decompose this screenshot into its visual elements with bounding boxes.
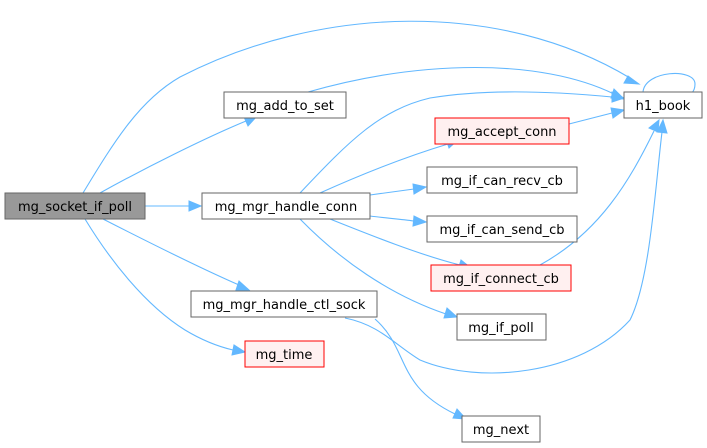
node-label-mg-accept-conn: mg_accept_conn <box>447 125 556 140</box>
edge-mg-mgr-handle-conn-to-mg-if-can-recv-cb <box>369 183 428 196</box>
node-label-mg-socket-if-poll: mg_socket_if_poll <box>18 200 132 215</box>
edge-mg-accept-conn-to-h1-book <box>568 107 626 125</box>
node-mg-if-connect-cb[interactable]: mg_if_connect_cb <box>430 264 572 292</box>
node-layer: mg_socket_if_poll mg_add_to_set h1_book … <box>4 91 703 443</box>
node-mg-accept-conn[interactable]: mg_accept_conn <box>434 117 570 145</box>
edge-mg-socket-if-poll-to-mg-mgr-handle-conn <box>145 200 203 212</box>
node-mg-next[interactable]: mg_next <box>461 415 541 443</box>
edge-mg-mgr-handle-conn-to-mg-if-can-send-cb <box>369 215 428 227</box>
edge-mg-if-connect-cb-to-h1-book <box>539 118 660 266</box>
node-mg-add-to-set[interactable]: mg_add_to_set <box>223 91 347 119</box>
node-label-mg-mgr-handle-ctl-sock: mg_mgr_handle_ctl_sock <box>203 298 366 313</box>
node-mg-mgr-handle-conn[interactable]: mg_mgr_handle_conn <box>201 192 371 220</box>
edge-mg-socket-if-poll-to-mg-mgr-handle-ctl-sock <box>102 218 251 291</box>
node-label-mg-time: mg_time <box>256 348 313 363</box>
edge-mg-mgr-handle-ctl-sock-to-h1-book <box>344 118 668 374</box>
node-mg-if-can-send-cb[interactable]: mg_if_can_send_cb <box>426 215 578 243</box>
edge-mg-socket-if-poll-to-h1-book <box>82 20 641 194</box>
node-label-mg-if-can-send-cb: mg_if_can_send_cb <box>439 223 564 238</box>
node-mg-if-poll[interactable]: mg_if_poll <box>456 313 547 341</box>
node-label-mg-mgr-handle-conn: mg_mgr_handle_conn <box>215 200 358 215</box>
edge-mg-mgr-handle-conn-to-mg-if-poll <box>299 218 459 319</box>
edge-mg-mgr-handle-conn-to-h1-book <box>299 91 626 194</box>
node-label-h1-book: h1_book <box>636 99 691 114</box>
node-label-mg-if-connect-cb: mg_if_connect_cb <box>443 272 559 287</box>
node-h1-book[interactable]: h1_book <box>623 91 703 119</box>
node-label-mg-if-can-recv-cb: mg_if_can_recv_cb <box>441 174 563 189</box>
node-mg-time[interactable]: mg_time <box>244 340 325 368</box>
edge-mg-socket-if-poll-to-mg-time <box>84 218 247 356</box>
node-label-mg-next: mg_next <box>473 423 529 438</box>
edge-layer <box>82 20 697 420</box>
node-label-mg-add-to-set: mg_add_to_set <box>236 99 334 114</box>
edge-mg-socket-if-poll-to-mg-add-to-set <box>99 115 259 194</box>
node-mg-if-can-recv-cb[interactable]: mg_if_can_recv_cb <box>426 166 578 194</box>
node-label-mg-if-poll: mg_if_poll <box>468 321 534 336</box>
node-mg-mgr-handle-ctl-sock[interactable]: mg_mgr_handle_ctl_sock <box>190 290 378 318</box>
node-mg-socket-if-poll[interactable]: mg_socket_if_poll <box>4 192 146 220</box>
